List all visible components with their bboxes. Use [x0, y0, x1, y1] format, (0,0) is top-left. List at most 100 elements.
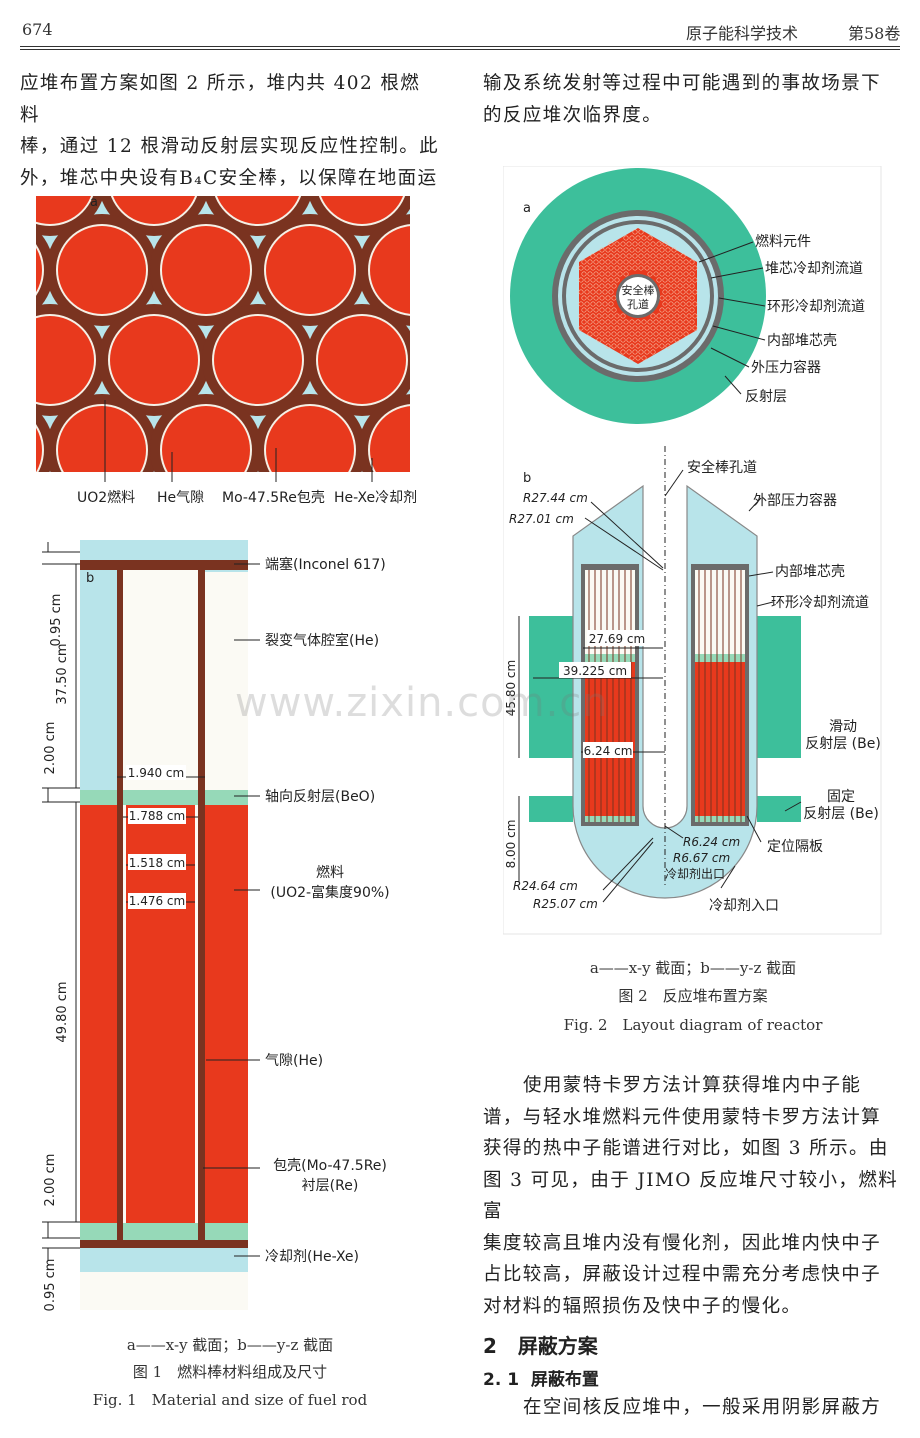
fuel-element-dot	[599, 331, 605, 337]
fuel-element-dot	[587, 271, 593, 277]
fuel-element-dot	[647, 259, 653, 265]
fuel-element-dot	[644, 325, 650, 331]
journal-name: 原子能科学技术	[686, 24, 799, 43]
fuel-element-dot	[674, 277, 680, 283]
label-spacer: 定位隔板	[767, 839, 823, 855]
dim-2769: 27.69 cm	[589, 632, 645, 646]
label-outer-vessel: 外压力容器	[751, 359, 821, 376]
fuel-element-dot	[590, 277, 596, 283]
fuel-element-dot	[596, 253, 602, 259]
clad-ring	[36, 228, 54, 312]
fuel-element-dot	[683, 271, 689, 277]
fuel-element-dot	[662, 241, 668, 247]
fuel-element-dot	[617, 319, 623, 325]
label-safety-channel: 安全棒孔道	[687, 459, 757, 476]
fuel-element-dot	[662, 325, 668, 331]
fuel-element-dot	[578, 277, 584, 283]
fuel-element-dot	[587, 319, 593, 325]
fuel-element-dot	[659, 331, 665, 337]
fuel-element-dot	[617, 271, 623, 277]
fuel-element-dot	[614, 325, 620, 331]
fuel-pellet	[321, 196, 403, 224]
fuel-element-dot	[608, 337, 614, 343]
fuel-element-dot	[629, 343, 635, 349]
fuel-element-dot	[665, 259, 671, 265]
label-cladding: 包壳(Mo-47.5Re)	[273, 1157, 387, 1174]
fuel-element-dot	[593, 331, 599, 337]
fuel-element-dot	[632, 325, 638, 331]
fuel-element-dot	[578, 325, 584, 331]
fuel-element-dot	[641, 259, 647, 265]
fuel-element-dot	[611, 259, 617, 265]
fuel-pellet	[58, 226, 146, 314]
fuel-element-dot	[644, 241, 650, 247]
fuel-element-dot	[686, 325, 692, 331]
label-axial-reflector: 轴向反射层(BeO)	[265, 789, 375, 805]
fuel-element-dot	[680, 289, 686, 295]
fuel-pellet	[214, 316, 302, 404]
fuel-element-dot	[596, 265, 602, 271]
fuel-element-dot	[662, 277, 668, 283]
fuel-element-dot	[584, 277, 590, 283]
fuel-element-dot	[605, 319, 611, 325]
fuel-element-dot	[692, 289, 698, 295]
fuel-element-dot	[659, 247, 665, 253]
fuel-element-dot	[602, 337, 608, 343]
fuel-element-dot	[611, 307, 617, 313]
fuel-element-dot	[632, 253, 638, 259]
figure-2: a 安全棒 孔道 燃料元件 堆芯冷却剂流道 环形冷却剂流道 内部堆芯壳 外压力容…	[503, 166, 882, 935]
fuel-element-dot	[677, 295, 683, 301]
fuel-element-dot	[623, 259, 629, 265]
fuel-pellet	[113, 196, 195, 224]
watermark: www.zixin.com.cn	[235, 680, 609, 726]
fuel-element-dot	[659, 343, 665, 349]
fig1-a-coolant-label: He-Xe冷却剂	[334, 490, 417, 506]
fuel-element-dot	[629, 235, 635, 241]
fuel-element-dot	[632, 265, 638, 271]
fuel-element-dot	[623, 331, 629, 337]
fuel-element-dot	[650, 325, 656, 331]
fuel-element-dot	[584, 301, 590, 307]
fuel-element-dot	[692, 277, 698, 283]
fuel-element-dot	[662, 253, 668, 259]
fuel-element-dot	[644, 337, 650, 343]
fuel-pellet	[266, 406, 354, 472]
fuel-element-dot	[671, 283, 677, 289]
fuel-element-dot	[638, 349, 644, 355]
fuel-element-dot	[602, 301, 608, 307]
fuel-element-dot	[611, 331, 617, 337]
text-line: 集度较高且堆内没有慢化剂，因此堆内快中子	[483, 1232, 882, 1254]
section-title: 屏蔽方案	[517, 1334, 598, 1358]
label-gas-gap: 气隙(He)	[265, 1053, 323, 1069]
clad-right	[198, 560, 205, 1248]
fuel-element-dot	[587, 295, 593, 301]
left-paragraph: 应堆布置方案如图 2 所示，堆内共 402 根燃料 棒，通过 12 根滑动反射层…	[20, 68, 440, 194]
fuel-element-dot	[635, 235, 641, 241]
dim-800: 8.00 cm	[504, 820, 518, 869]
dim-200-bottom: 2.00 cm	[43, 1154, 58, 1207]
axial-reflector	[123, 790, 198, 805]
fuel-element-dot	[605, 259, 611, 265]
fuel-pellet	[370, 406, 410, 472]
fuel-element-dot	[617, 259, 623, 265]
fig1-panel-a-lattice	[36, 196, 410, 472]
fuel-element-dot	[596, 313, 602, 319]
fuel-element-dot	[653, 343, 659, 349]
fuel-element-dot	[584, 325, 590, 331]
fuel-element-dot	[623, 319, 629, 325]
fuel-element-dot	[686, 265, 692, 271]
fuel-element-dot	[602, 277, 608, 283]
sliding-reflector-left	[529, 616, 573, 758]
fuel-element-dot	[611, 343, 617, 349]
section-title: 屏蔽布置	[530, 1370, 599, 1390]
fuel-element-dot	[692, 265, 698, 271]
label-fission-gas: 裂变气体腔室(He)	[265, 632, 379, 649]
fuel-column	[126, 805, 195, 1223]
fuel-element-dot	[689, 259, 695, 265]
fuel-element-dot	[641, 331, 647, 337]
text-line: 图 3 可见，由于 JIMO 反应堆尺寸较小，燃料富	[483, 1169, 899, 1223]
fuel-element-dot	[623, 235, 629, 241]
fuel-element-dot	[659, 271, 665, 277]
fuel-element-dot	[605, 343, 611, 349]
fuel-element-dot	[626, 265, 632, 271]
